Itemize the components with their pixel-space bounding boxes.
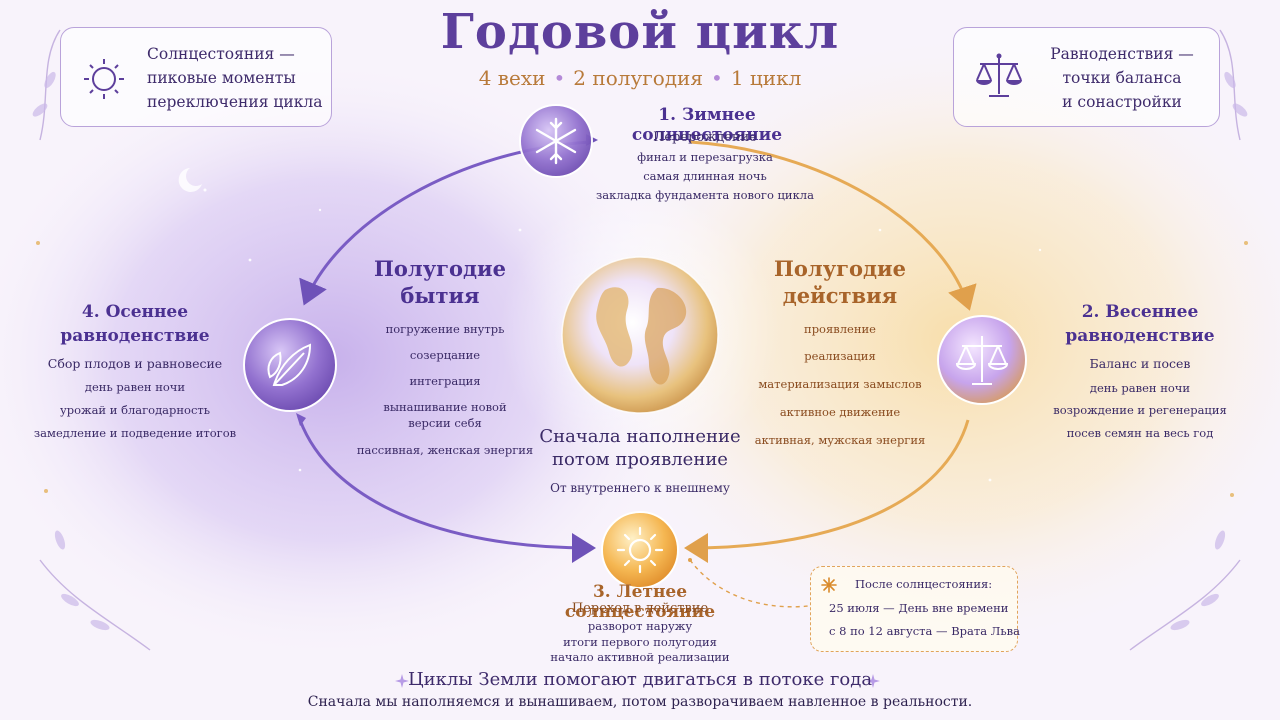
subtitle-separator: •	[711, 66, 723, 90]
note-solstices-line-1: Солнцестояния —	[147, 45, 295, 63]
milestone-spring-item-3: посев семян на весь год	[1066, 426, 1214, 440]
arrow-winter-to-spring	[689, 140, 977, 311]
half-being-title-line-2: бытия	[400, 283, 480, 308]
milestone-autumn-title-line-1: 4. Осеннее	[81, 302, 189, 322]
milestone-spring-item-2: возрождение и регенерация	[1053, 403, 1227, 417]
half-action-item-2: реализация	[804, 349, 876, 363]
half-action-item-4: активное движение	[779, 405, 901, 419]
after-solstice-box: После солнцестояния: 25 июля — День вне …	[810, 566, 1020, 652]
milestone-summer-item-3: начало активной реализации	[550, 650, 730, 664]
half-being-item-5: версии себя	[408, 416, 482, 430]
milestone-autumn-item-1: день равен ночи	[84, 380, 186, 394]
half-action-title: Полугодие действия	[740, 255, 940, 309]
milestone-summer-title: 3. Летнее солнцестояние	[564, 582, 716, 622]
half-being-item-2: созерцание	[409, 348, 481, 362]
leaf-icon	[243, 318, 337, 412]
milestone-winter: 1. Зимнее солнцестояние	[602, 105, 812, 145]
milestone-autumn-subtitle: Сбор плодов и равновесие	[47, 356, 223, 371]
half-being-item-1: погружение внутрь	[385, 322, 505, 336]
sun-moon-icon	[84, 59, 124, 99]
note-solstices: Солнцестояния — пиковые моменты переключ…	[60, 27, 332, 127]
half-being-title-line-1: Полугодие	[374, 256, 506, 281]
half-being-title: Полугодие бытия	[340, 255, 540, 309]
half-action-item-5: активная, мужская энергия	[754, 433, 926, 447]
snowflake-icon	[519, 104, 593, 178]
milestone-spring-title-line-1: 2. Весеннее	[1081, 302, 1199, 322]
note-equinoxes-line-2: точки баланса	[1062, 69, 1182, 87]
subtitle-part-milestones: 4 вехи	[478, 66, 546, 90]
after-solstice-title: После солнцестояния:	[855, 577, 993, 591]
milestone-winter-item-3: закладка фундамента нового цикла	[596, 188, 814, 202]
page-title: Годовой цикл	[440, 4, 840, 60]
milestone-summer-item-2: итоги первого полугодия	[563, 635, 717, 649]
milestone-winter-item-2: самая длинная ночь	[643, 169, 767, 183]
milestone-winter-subtitle: Перерождение	[653, 130, 757, 145]
milestone-autumn-title: 4. Осеннее равноденствие	[50, 300, 220, 348]
dashed-connector	[689, 559, 809, 608]
half-action-title-line-2: действия	[782, 283, 898, 308]
sparkle-icon	[395, 674, 409, 688]
arrow-autumn-to-summer	[298, 419, 596, 563]
milestone-winter-item-1: финал и перезагрузка	[637, 150, 773, 164]
half-being-item-4: вынашивание новой	[383, 400, 507, 414]
sun-icon	[601, 511, 679, 589]
note-equinoxes-line-3: и сонастройки	[1062, 93, 1182, 111]
scales-icon	[976, 53, 1022, 97]
arrow-spring-to-summer	[684, 419, 970, 563]
milestone-summer-subtitle: Переход в действие	[571, 601, 709, 616]
milestone-spring-title: 2. Весеннее равноденствие	[1055, 300, 1225, 348]
half-action-item-3: материализация замыслов	[758, 377, 922, 391]
subtitle-separator: •	[553, 66, 566, 90]
milestone-autumn-item-3: замедление и подведение итогов	[33, 426, 237, 440]
milestone-autumn-item-2: урожай и благодарность	[59, 403, 211, 417]
milestone-summer-item-1: разворот наружу	[587, 619, 693, 633]
note-solstices-line-3: переключения цикла	[147, 93, 323, 111]
note-equinoxes: Равноденствия — точки баланса и сонастро…	[953, 27, 1220, 127]
subtitle-part-cycle: 1 цикл	[730, 66, 802, 90]
milestone-spring-title-line-2: равноденствие	[1065, 326, 1215, 346]
note-equinoxes-line-1: Равноденствия —	[1050, 45, 1194, 63]
footer-title: Циклы Земли помогают двигаться в потоке …	[407, 669, 873, 690]
star-icon	[821, 577, 837, 593]
scales-icon	[937, 315, 1027, 405]
center-caption: От внутреннего к внешнему	[550, 481, 730, 495]
footer-text: Сначала мы наполняемся и вынашиваем, пот…	[307, 694, 973, 710]
milestone-spring-subtitle: Баланс и посев	[1089, 356, 1191, 371]
center-line-2: потом проявление	[552, 449, 728, 470]
milestone-winter-title: 1. Зимнее солнцестояние	[631, 105, 783, 145]
sparkle-icon	[866, 674, 880, 688]
note-solstices-line-2: пиковые моменты	[147, 69, 296, 87]
half-being-item-3: интеграция	[409, 374, 481, 388]
milestone-spring-item-1: день равен ночи	[1089, 381, 1191, 395]
half-action-title-line-1: Полугодие	[774, 256, 906, 281]
half-being-item-6: пассивная, женская энергия	[356, 443, 534, 457]
after-solstice-item-2: с 8 по 12 августа — Врата Льва	[829, 624, 1020, 638]
globe-icon	[552, 247, 728, 423]
center-statement: Сначала наполнение потом проявление	[520, 425, 760, 471]
page-subtitle: 4 вехи • 2 полугодия • 1 цикл	[340, 66, 940, 90]
milestone-autumn-title-line-2: равноденствие	[60, 326, 210, 346]
center-line-1: Сначала наполнение	[539, 426, 741, 447]
subtitle-part-halves: 2 полугодия	[573, 66, 704, 90]
after-solstice-item-1: 25 июля — День вне времени	[829, 601, 1009, 615]
half-action-item-1: проявление	[804, 322, 876, 336]
